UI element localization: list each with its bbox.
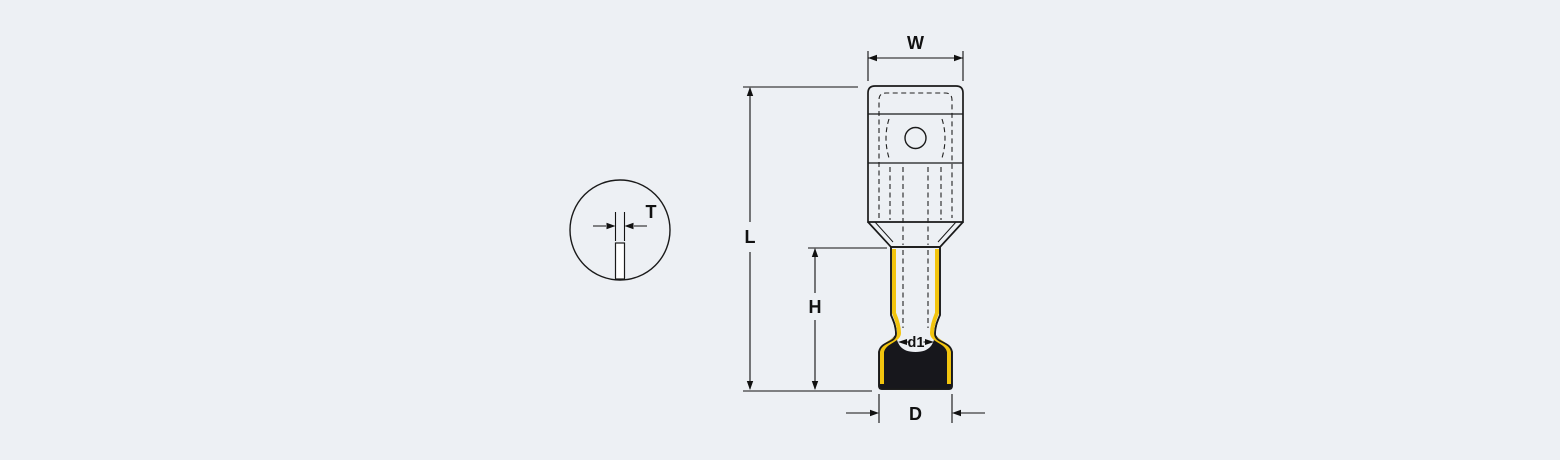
tab-cross-section xyxy=(614,242,626,280)
arrowhead-up-icon xyxy=(811,248,819,257)
arrowhead-right-icon xyxy=(870,409,879,417)
dimension-d1-label: d1 xyxy=(908,335,925,351)
arrowhead-left-icon xyxy=(624,222,634,230)
dimension-w: W xyxy=(867,33,964,81)
receptacle-lower-hidden-lines xyxy=(889,167,942,245)
dimension-d: D xyxy=(846,394,985,424)
thickness-extension-lines xyxy=(614,212,626,241)
arrowhead-right-icon xyxy=(606,222,616,230)
w-extension-lines xyxy=(867,51,964,81)
dimension-h-label: H xyxy=(809,297,822,317)
dimension-t-label: T xyxy=(646,202,657,222)
neck-inner-lines xyxy=(874,221,957,243)
dimension-l-label: L xyxy=(745,227,756,247)
dimension-d1: d1 xyxy=(898,335,934,351)
arrowhead-left-icon xyxy=(868,54,877,62)
d-extension-lines xyxy=(878,394,953,423)
arrowhead-down-icon xyxy=(746,381,754,390)
arrowhead-right-icon xyxy=(954,54,963,62)
l-extension-lines xyxy=(743,86,872,392)
detail-circle-outline xyxy=(569,179,671,281)
dimension-l: L xyxy=(743,86,872,392)
arrowhead-left-icon xyxy=(898,339,907,345)
insulation-outline-stroke xyxy=(878,246,953,390)
sleeve-hidden-barrel-lines xyxy=(902,250,929,328)
receptacle-band-lines xyxy=(868,113,963,164)
dimension-h: H xyxy=(808,247,887,390)
arrowhead-left-icon xyxy=(952,409,961,417)
receptacle-hidden-arcs xyxy=(885,118,946,159)
insulation-color-stripes xyxy=(880,249,951,384)
neck-outer-lines xyxy=(867,221,964,248)
terminal-drawing xyxy=(867,85,964,390)
receptacle-body xyxy=(867,85,964,223)
insulation-dark-skirt xyxy=(879,331,952,389)
arrowhead-up-icon xyxy=(746,87,754,96)
detent-dimple-circle xyxy=(904,126,927,150)
receptacle-hidden-edges xyxy=(878,92,953,218)
thickness-detail: T xyxy=(569,179,671,281)
dimension-w-label: W xyxy=(907,33,924,53)
arrowhead-down-icon xyxy=(811,381,819,390)
arrowhead-right-icon xyxy=(925,339,934,345)
dimension-d-label: D xyxy=(909,404,922,424)
